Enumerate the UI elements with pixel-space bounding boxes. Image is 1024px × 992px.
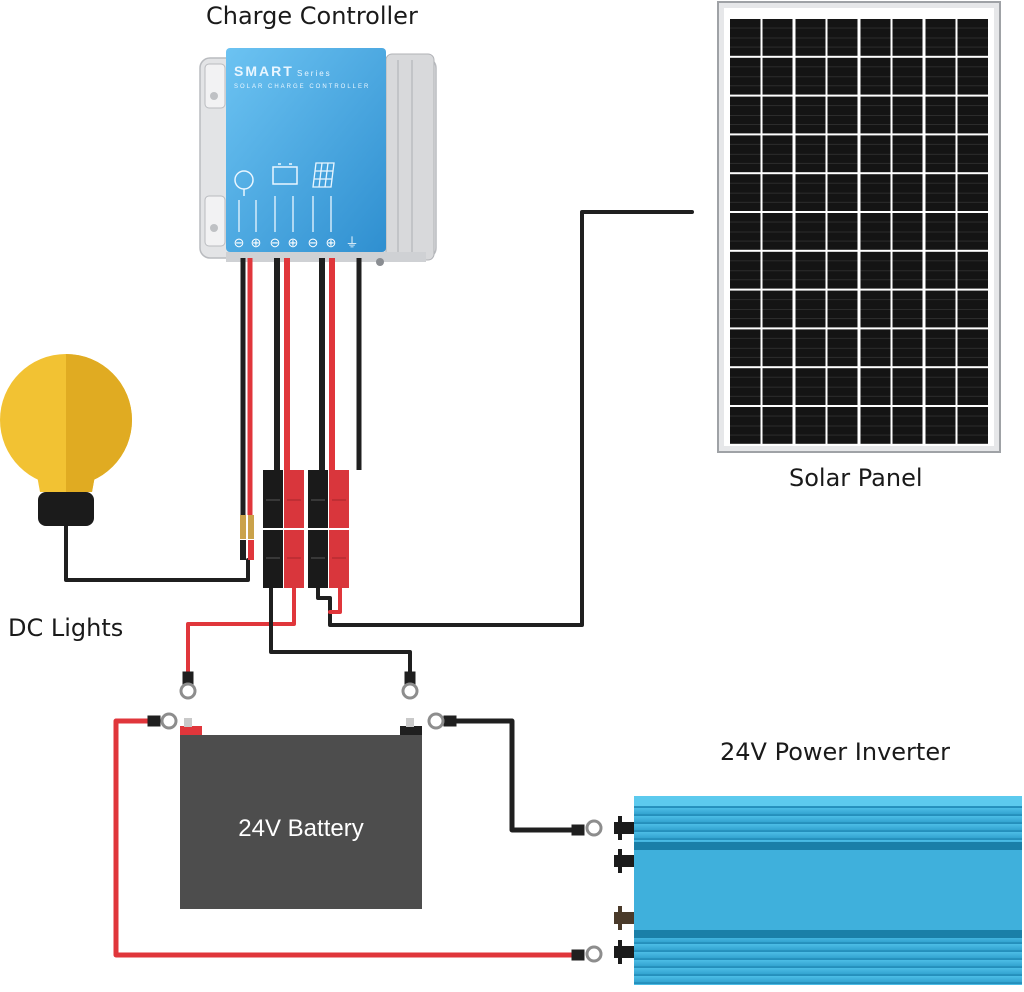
lights-wire — [64, 523, 250, 582]
solar-wire-red — [328, 583, 342, 614]
ring-terminal-inverter-positive — [571, 945, 603, 963]
inverter-negative-wire — [449, 718, 581, 833]
solar-wire — [316, 210, 694, 627]
battery-positive-wire — [186, 586, 296, 682]
power-inverter-label: 24V Power Inverter — [720, 738, 950, 766]
battery-negative-wire — [269, 586, 412, 682]
battery-icon — [272, 163, 298, 185]
solar-panel-label: Solar Panel — [789, 464, 923, 492]
terminal-symbol: ⊖ — [308, 235, 319, 250]
wires — [64, 210, 694, 958]
controller-face — [226, 48, 386, 252]
ring-terminal-inverter-negative — [571, 819, 603, 837]
ring-terminal-battery-positive — [147, 712, 178, 730]
terminal-symbol: ⊖ — [270, 235, 281, 250]
ring-terminal-controller-positive — [179, 671, 197, 700]
inverter-posts — [614, 816, 634, 964]
battery-label: 24V Battery — [238, 815, 363, 842]
controller-led — [376, 258, 384, 266]
ring-terminal-controller-negative — [401, 671, 419, 700]
battery-positive-terminal — [180, 726, 202, 736]
dc-lights-label: DC Lights — [8, 614, 124, 642]
mount-hole-top — [210, 92, 218, 100]
controller-brand: SMART — [234, 63, 294, 79]
battery-body — [180, 735, 422, 909]
ring-terminal-battery-negative — [427, 712, 457, 730]
battery-negative-terminal — [400, 726, 422, 736]
controller-cables — [240, 258, 362, 515]
terminal-symbol: ⊕ — [251, 235, 262, 250]
controller-subtitle: SOLAR CHARGE CONTROLLER — [234, 84, 370, 90]
controller-series: Series — [297, 69, 332, 78]
charge-controller-label: Charge Controller — [206, 2, 418, 30]
inverter-positive-wire — [113, 718, 581, 958]
mount-hole-bottom — [210, 224, 218, 232]
terminal-row: ⊖ ⊕ ⊖ ⊕ ⊖ ⊕ ⏚ — [234, 235, 359, 250]
battery — [180, 718, 422, 909]
power-inverter — [614, 796, 1022, 985]
terminal-symbol: ⊖ — [234, 235, 245, 250]
bulb-icon — [234, 170, 254, 196]
terminal-symbol: ⏚ — [345, 235, 358, 250]
light-bulb — [0, 354, 132, 526]
lights-wire-terminals — [240, 515, 254, 560]
terminal-symbol: ⊕ — [288, 235, 299, 250]
solar-panel-icon — [312, 162, 335, 188]
terminal-symbol: ⊕ — [326, 235, 337, 250]
solar-panel — [717, 1, 1001, 453]
ring-terminals — [147, 671, 603, 963]
charge-controller: SMART Series SOLAR CHARGE CONTROLLER — [199, 48, 437, 266]
anderson-connectors — [263, 470, 349, 588]
bulb-base — [38, 492, 94, 526]
